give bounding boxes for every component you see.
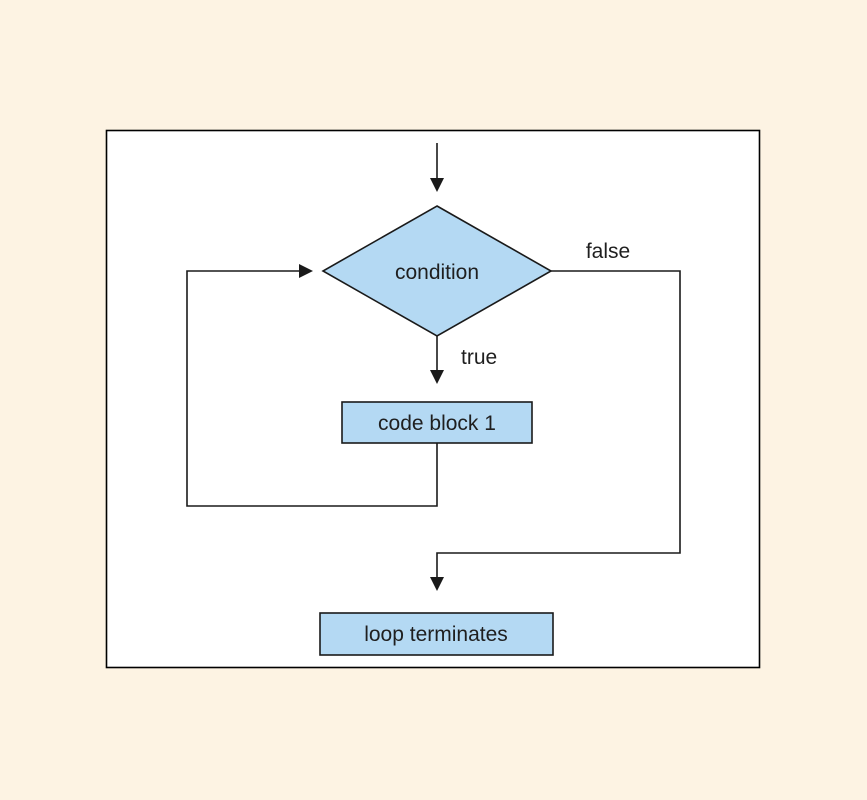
entry-edge [430, 143, 444, 192]
false-edge: false [430, 240, 681, 591]
code-block-1-box [341, 401, 533, 444]
condition-label: condition [395, 261, 479, 284]
node-loop-terminates: loop terminates [319, 612, 554, 656]
true-edge-label: true [461, 346, 497, 369]
code-block-1-label: code block 1 [378, 412, 496, 435]
arrowhead-down-icon [430, 577, 444, 591]
condition-diamond [321, 205, 553, 337]
false-edge-line [436, 270, 681, 577]
loop-terminates-label: loop terminates [364, 623, 508, 646]
arrowhead-down-icon [430, 370, 444, 384]
true-edge: true [430, 336, 497, 384]
loop-back-edge-line [186, 270, 438, 507]
node-condition: condition [321, 205, 553, 337]
arrowhead-right-icon [299, 264, 313, 278]
loop-back-edge [186, 264, 438, 507]
false-edge-label: false [586, 240, 630, 263]
node-code-block-1: code block 1 [341, 401, 533, 444]
arrowhead-down-icon [430, 178, 444, 192]
loop-terminates-box [319, 612, 554, 656]
